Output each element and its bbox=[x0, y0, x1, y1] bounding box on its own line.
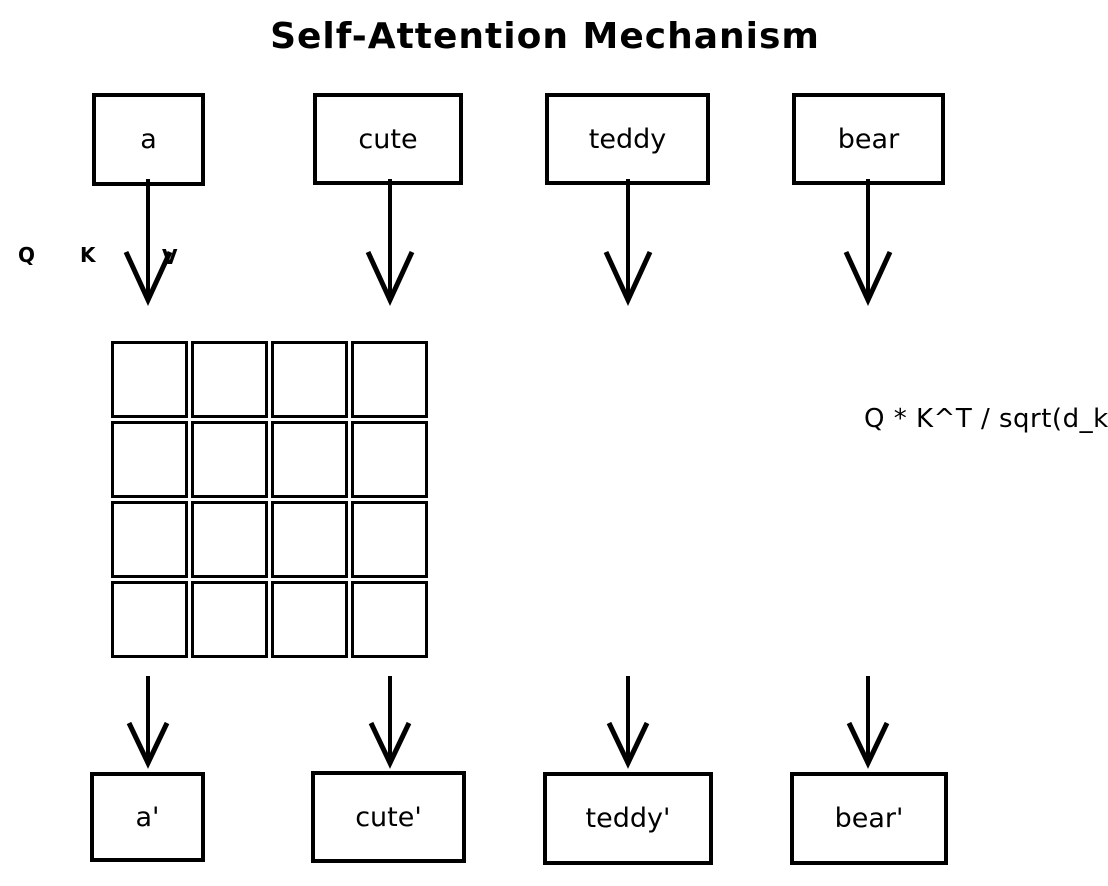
input-token-label: cute bbox=[358, 123, 418, 155]
arrow-down-icon bbox=[126, 676, 170, 769]
input-token-label: a bbox=[140, 124, 157, 155]
output-token-box-teddy: teddy' bbox=[543, 772, 713, 865]
input-token-box-a: a bbox=[92, 93, 205, 186]
projection-label-q: Q bbox=[18, 243, 36, 267]
input-token-box-cute: cute bbox=[313, 93, 463, 185]
matrix-cell bbox=[351, 341, 428, 418]
matrix-cell bbox=[351, 421, 428, 498]
input-token-label: teddy bbox=[588, 123, 667, 155]
matrix-cell bbox=[111, 581, 188, 658]
output-token-box-bear: bear' bbox=[790, 772, 948, 865]
attention-matrix bbox=[111, 341, 428, 658]
matrix-cell bbox=[111, 421, 188, 498]
arrow-down-icon bbox=[123, 179, 173, 307]
output-token-label: cute' bbox=[355, 801, 422, 833]
input-token-box-teddy: teddy bbox=[545, 93, 710, 185]
output-token-label: bear' bbox=[834, 803, 904, 834]
matrix-cell bbox=[191, 421, 268, 498]
matrix-cell bbox=[191, 341, 268, 418]
attention-formula: Q * K^T / sqrt(d_k) bbox=[864, 404, 1108, 434]
matrix-cell bbox=[111, 501, 188, 578]
matrix-cell bbox=[271, 421, 348, 498]
diagram-title: Self-Attention Mechanism bbox=[270, 16, 820, 57]
output-token-box-cute: cute' bbox=[311, 771, 466, 863]
arrow-down-icon bbox=[368, 676, 412, 769]
input-token-box-bear: bear bbox=[792, 93, 945, 185]
projection-label-k: K bbox=[80, 243, 96, 267]
arrow-down-icon bbox=[603, 179, 653, 307]
matrix-cell bbox=[351, 501, 428, 578]
output-token-label: a' bbox=[135, 801, 160, 833]
input-token-label: bear bbox=[837, 123, 900, 155]
matrix-cell bbox=[271, 341, 348, 418]
arrow-down-icon bbox=[365, 179, 415, 307]
output-token-box-a: a' bbox=[90, 772, 205, 862]
matrix-cell bbox=[191, 501, 268, 578]
arrow-down-icon bbox=[846, 676, 890, 769]
matrix-cell bbox=[351, 581, 428, 658]
matrix-cell bbox=[271, 501, 348, 578]
matrix-cell bbox=[111, 341, 188, 418]
arrow-down-icon bbox=[843, 179, 893, 307]
matrix-cell bbox=[191, 581, 268, 658]
arrow-down-icon bbox=[606, 676, 650, 769]
matrix-cell bbox=[271, 581, 348, 658]
output-token-label: teddy' bbox=[585, 803, 671, 834]
